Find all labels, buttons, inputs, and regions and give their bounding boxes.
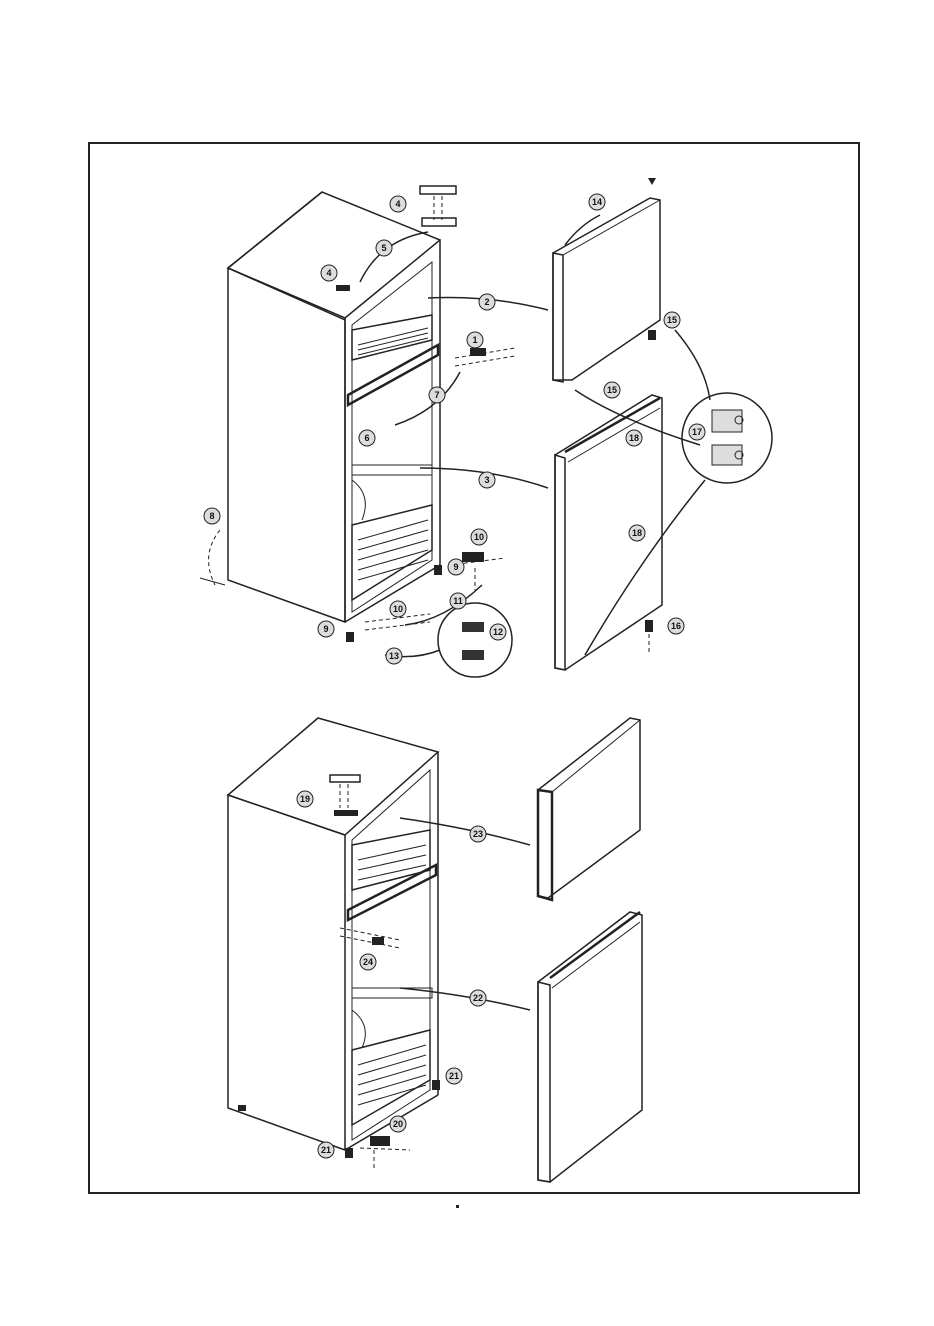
svg-text:5: 5 xyxy=(381,243,386,253)
top-freezer-door xyxy=(553,178,660,382)
callout-20: 20 xyxy=(390,1116,406,1132)
top-fridge-door xyxy=(555,395,662,670)
svg-text:23: 23 xyxy=(473,829,483,839)
callout-11: 11 xyxy=(450,593,466,609)
svg-text:24: 24 xyxy=(363,957,373,967)
door-swing-arc xyxy=(209,530,220,585)
svg-text:11: 11 xyxy=(453,596,463,606)
bottom-freezer-door xyxy=(538,718,640,900)
callout-10a: 10 xyxy=(471,529,487,545)
callout-9b: 9 xyxy=(318,621,334,637)
svg-text:10: 10 xyxy=(393,604,403,614)
top-freezer-grille xyxy=(358,328,428,355)
callout-7: 7 xyxy=(429,387,445,403)
callout-19: 19 xyxy=(297,791,313,807)
arrow-hinge-detail xyxy=(675,330,710,400)
callout-5: 5 xyxy=(376,240,392,256)
callout-18a: 18 xyxy=(626,430,642,446)
svg-text:10: 10 xyxy=(474,532,484,542)
svg-text:6: 6 xyxy=(364,433,369,443)
svg-text:21: 21 xyxy=(449,1071,459,1081)
callout-17: 17 xyxy=(689,424,705,440)
callout-10b: 10 xyxy=(390,601,406,617)
callout-2: 2 xyxy=(479,294,495,310)
callout-9a: 9 xyxy=(448,559,464,575)
callout-21a: 21 xyxy=(446,1068,462,1084)
svg-text:20: 20 xyxy=(393,1119,403,1129)
svg-text:7: 7 xyxy=(434,390,439,400)
svg-text:16: 16 xyxy=(671,621,681,631)
callout-16: 16 xyxy=(668,618,684,634)
callout-12: 12 xyxy=(490,624,506,640)
callout-13: 13 xyxy=(386,648,402,664)
callout-18b: 18 xyxy=(629,525,645,541)
callout-3: 3 xyxy=(479,472,495,488)
svg-text:18: 18 xyxy=(632,528,642,538)
svg-text:18: 18 xyxy=(629,433,639,443)
bottom-fridge-cabinet xyxy=(228,718,440,1158)
callout-23: 23 xyxy=(470,826,486,842)
callout-22: 22 xyxy=(470,990,486,1006)
callout-4a: 4 xyxy=(390,196,406,212)
svg-text:22: 22 xyxy=(473,993,483,1003)
svg-text:2: 2 xyxy=(484,297,489,307)
svg-text:17: 17 xyxy=(692,427,702,437)
page-marker xyxy=(456,1205,459,1208)
svg-text:13: 13 xyxy=(389,651,399,661)
svg-text:14: 14 xyxy=(592,197,602,207)
svg-text:4: 4 xyxy=(395,199,400,209)
svg-text:8: 8 xyxy=(209,511,214,521)
bottom-fridge-door xyxy=(538,912,642,1182)
callout-1: 1 xyxy=(467,332,483,348)
callout-4b: 4 xyxy=(321,265,337,281)
callout-6: 6 xyxy=(359,430,375,446)
callout-24: 24 xyxy=(360,954,376,970)
svg-text:9: 9 xyxy=(323,624,328,634)
svg-text:21: 21 xyxy=(321,1145,331,1155)
svg-text:12: 12 xyxy=(493,627,503,637)
callout-8: 8 xyxy=(204,508,220,524)
top-fridge-cabinet xyxy=(228,192,442,642)
arrow-bottom-fridge-door xyxy=(400,988,530,1010)
svg-text:4: 4 xyxy=(326,268,331,278)
svg-text:3: 3 xyxy=(484,475,489,485)
callout-15a: 15 xyxy=(664,312,680,328)
callout-15b: 15 xyxy=(604,382,620,398)
callout-21b: 21 xyxy=(318,1142,334,1158)
svg-text:15: 15 xyxy=(607,385,617,395)
svg-text:9: 9 xyxy=(453,562,458,572)
svg-text:1: 1 xyxy=(472,335,477,345)
callout-14: 14 xyxy=(589,194,605,210)
svg-text:19: 19 xyxy=(300,794,310,804)
svg-text:15: 15 xyxy=(667,315,677,325)
